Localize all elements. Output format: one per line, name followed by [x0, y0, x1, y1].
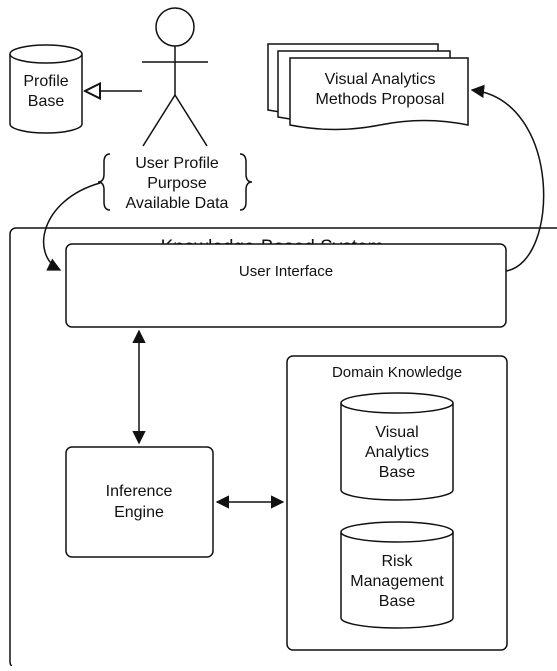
- right-brace: [239, 153, 253, 211]
- available-data-text: Available Data: [126, 195, 229, 212]
- left-brace: [97, 153, 111, 211]
- risk-base-label-3: Base: [379, 593, 416, 610]
- profile-base-label-2: Base: [28, 93, 65, 110]
- inference-engine-label-1: Inference: [106, 483, 173, 500]
- va-base-label-1: Visual: [375, 424, 418, 441]
- user-info-to-ui-arrow: [42, 182, 101, 271]
- va-base-label-2: Analytics: [365, 444, 429, 461]
- risk-base-label-2: Management: [350, 573, 444, 590]
- purpose-text: Purpose: [147, 175, 207, 192]
- profile-base-cylinder: Profile Base: [9, 44, 83, 134]
- user-profile-text: User Profile: [135, 155, 219, 172]
- inference-engine-label-2: Engine: [114, 504, 164, 521]
- profile-base-label-1: Profile: [23, 73, 68, 90]
- user-interface-box: [65, 243, 507, 328]
- inference-engine-box: [65, 446, 214, 558]
- ui-to-proposal-arrow: [470, 84, 545, 272]
- visual-analytics-base-cylinder: Visual Analytics Base: [340, 392, 454, 501]
- user-actor-icon: [142, 7, 208, 147]
- risk-management-base-cylinder: Risk Management Base: [340, 521, 454, 629]
- va-base-label-3: Base: [379, 464, 416, 481]
- va-proposal-label-1: Visual Analytics: [325, 71, 436, 88]
- user-interface-label: User Interface: [239, 263, 333, 280]
- va-methods-proposal-document: Visual Analytics Methods Proposal: [267, 43, 469, 131]
- domain-knowledge-title: Domain Knowledge: [332, 364, 462, 381]
- risk-base-label-1: Risk: [381, 553, 413, 570]
- va-proposal-label-2: Methods Proposal: [316, 91, 445, 108]
